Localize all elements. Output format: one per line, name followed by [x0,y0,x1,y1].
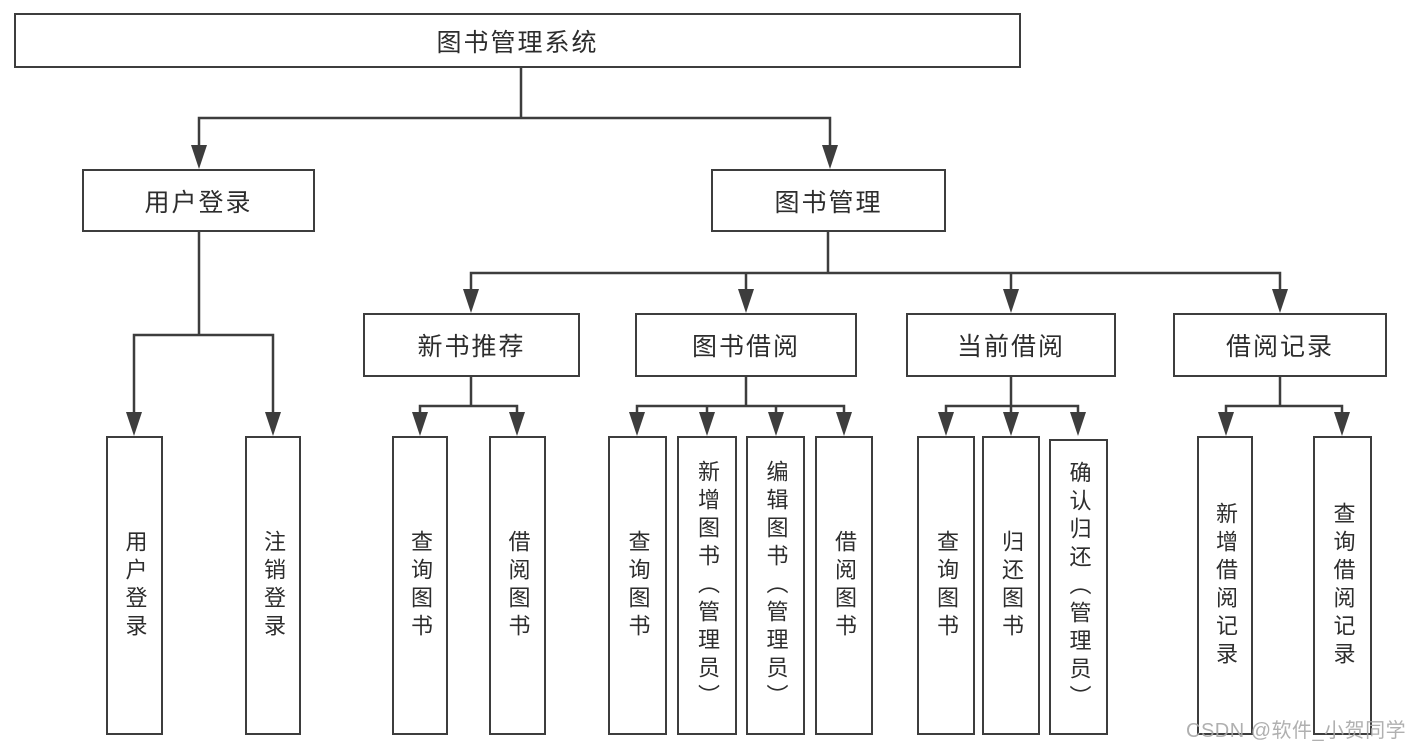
connector-book-borrowing-branch [635,376,846,415]
connector-root-to-level2 [197,68,832,147]
connector-user-login-branch [132,231,275,414]
node-book-management: 图书管理 [711,169,946,232]
leaf-borrow-books-recommend: 借阅图书 [489,436,546,735]
leaf-add-borrow-record: 新增借阅记录 [1197,436,1253,735]
node-library-system: 图书管理系统 [14,13,1021,68]
node-book-borrowing: 图书借阅 [635,313,857,377]
node-borrowing-records: 借阅记录 [1173,313,1387,377]
leaf-query-books-borrowing: 查询图书 [608,436,667,735]
leaf-query-books-recommend: 查询图书 [392,436,448,735]
leaf-logout-login: 注销登录 [245,436,301,735]
node-current-borrowing: 当前借阅 [906,313,1116,377]
connector-current-borrowing-branch [944,376,1080,415]
node-user-login: 用户登录 [82,169,315,232]
leaf-borrow-books-borrowing: 借阅图书 [815,436,873,735]
node-new-book-recommendation: 新书推荐 [363,313,580,377]
leaf-query-borrow-record: 查询借阅记录 [1313,436,1372,735]
connector-new-book-branch [418,376,519,415]
leaf-add-books-admin: 新增图书（管理员） [677,436,737,735]
leaf-query-books-current: 查询图书 [917,436,975,735]
csdn-watermark: CSDN @软件_小贺同学 [1186,720,1405,742]
leaf-edit-books-admin: 编辑图书（管理员） [746,436,805,735]
leaf-return-books: 归还图书 [982,436,1040,735]
connector-book-management-branch [469,231,1282,291]
leaf-confirm-return-admin: 确认归还（管理员） [1049,439,1108,735]
connector-borrowing-records-branch [1224,376,1344,415]
leaf-user-login: 用户登录 [106,436,163,735]
